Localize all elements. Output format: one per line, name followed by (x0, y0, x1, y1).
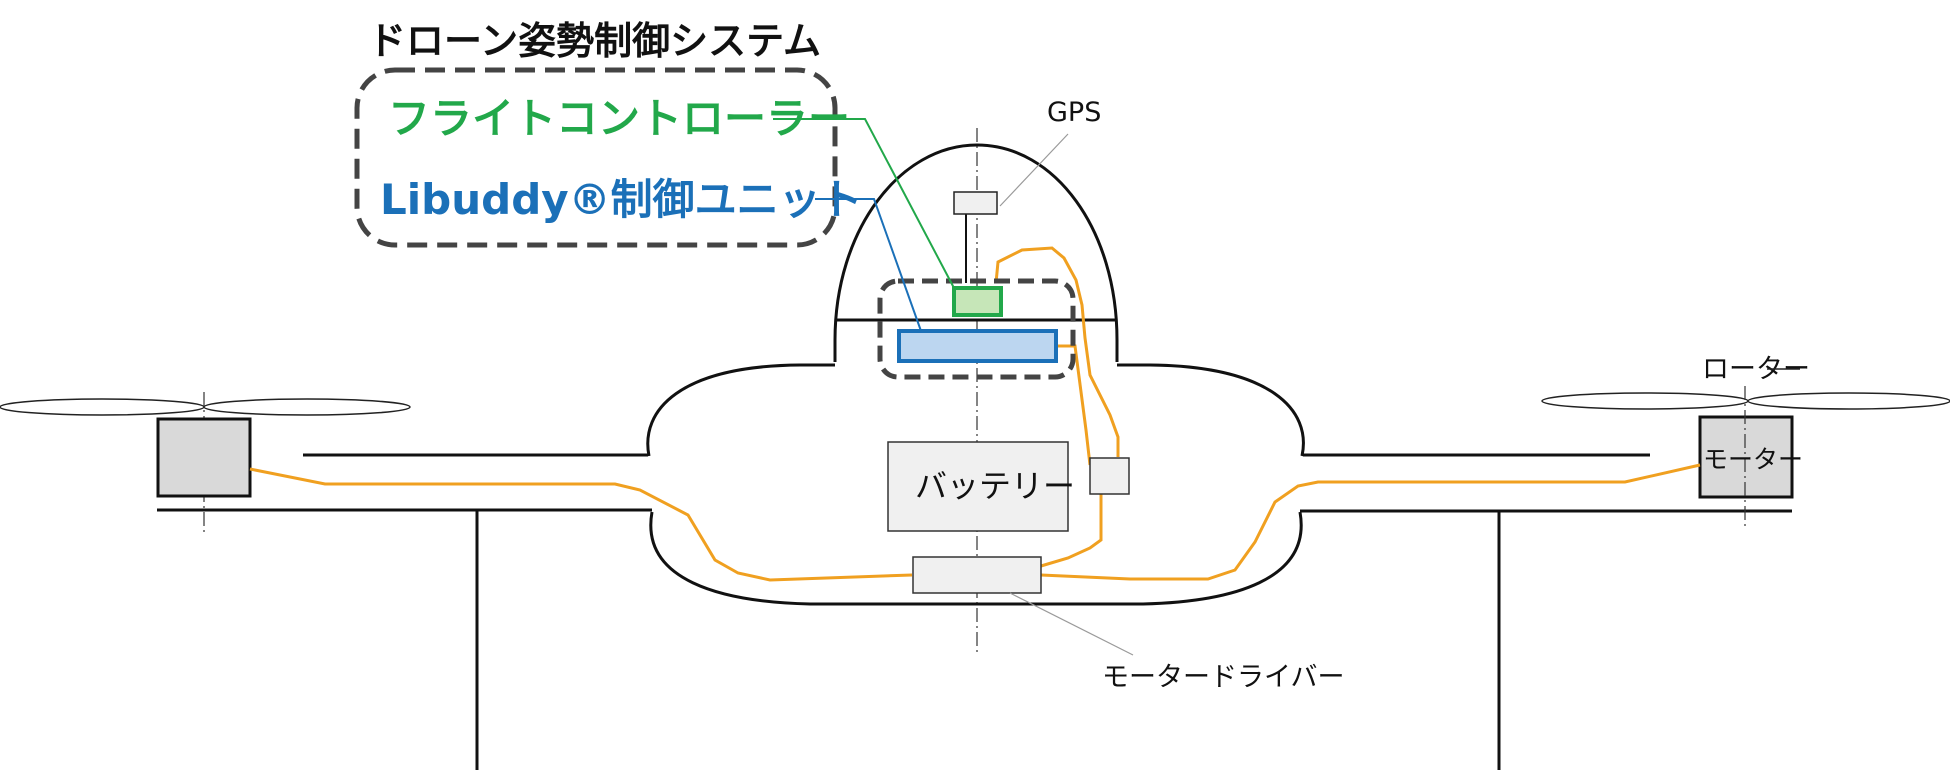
control-system-box (877, 278, 1076, 380)
wire-controller-to-hub (994, 246, 1120, 457)
rotor-right-blade-1 (1541, 392, 1749, 410)
flight-controller-leader (773, 118, 955, 289)
flight-controller-board (952, 286, 1003, 317)
legend-box (354, 67, 838, 248)
motor-label: モーター (1703, 445, 1803, 474)
battery-label: バッテリー (915, 467, 1075, 505)
wire-left-motor (249, 467, 913, 582)
battery (887, 441, 1069, 532)
motor-right (1698, 415, 1794, 499)
gps-leader-line (999, 133, 1069, 207)
junction-box (1089, 457, 1130, 495)
motor-driver-label: モータードライバー (1102, 662, 1344, 693)
rotor-right-blade-2 (1747, 392, 1950, 410)
libuddy-unit-leader (815, 198, 922, 332)
gps-label: GPS (1047, 97, 1101, 128)
fuselage-lower (649, 511, 1303, 606)
legend-libuddy-unit: Libuddy®制御ユニット (380, 175, 863, 224)
wire-unit-to-hub (1055, 344, 1092, 466)
motor-left (156, 417, 252, 498)
diagram-title: ドローン姿勢制御システム (368, 19, 821, 63)
dome (833, 143, 1119, 362)
wire-right-motor (1040, 463, 1701, 581)
rotor-left-blade-1 (0, 398, 205, 416)
rotor-left-blade-2 (203, 398, 411, 416)
motor-driver (912, 556, 1042, 594)
wire-hub-to-driver (1040, 494, 1103, 568)
fuselage-upper (646, 363, 1305, 457)
libuddy-unit-board (897, 329, 1058, 363)
gps-module (953, 191, 998, 215)
motor-driver-leader-line (1009, 592, 1134, 656)
